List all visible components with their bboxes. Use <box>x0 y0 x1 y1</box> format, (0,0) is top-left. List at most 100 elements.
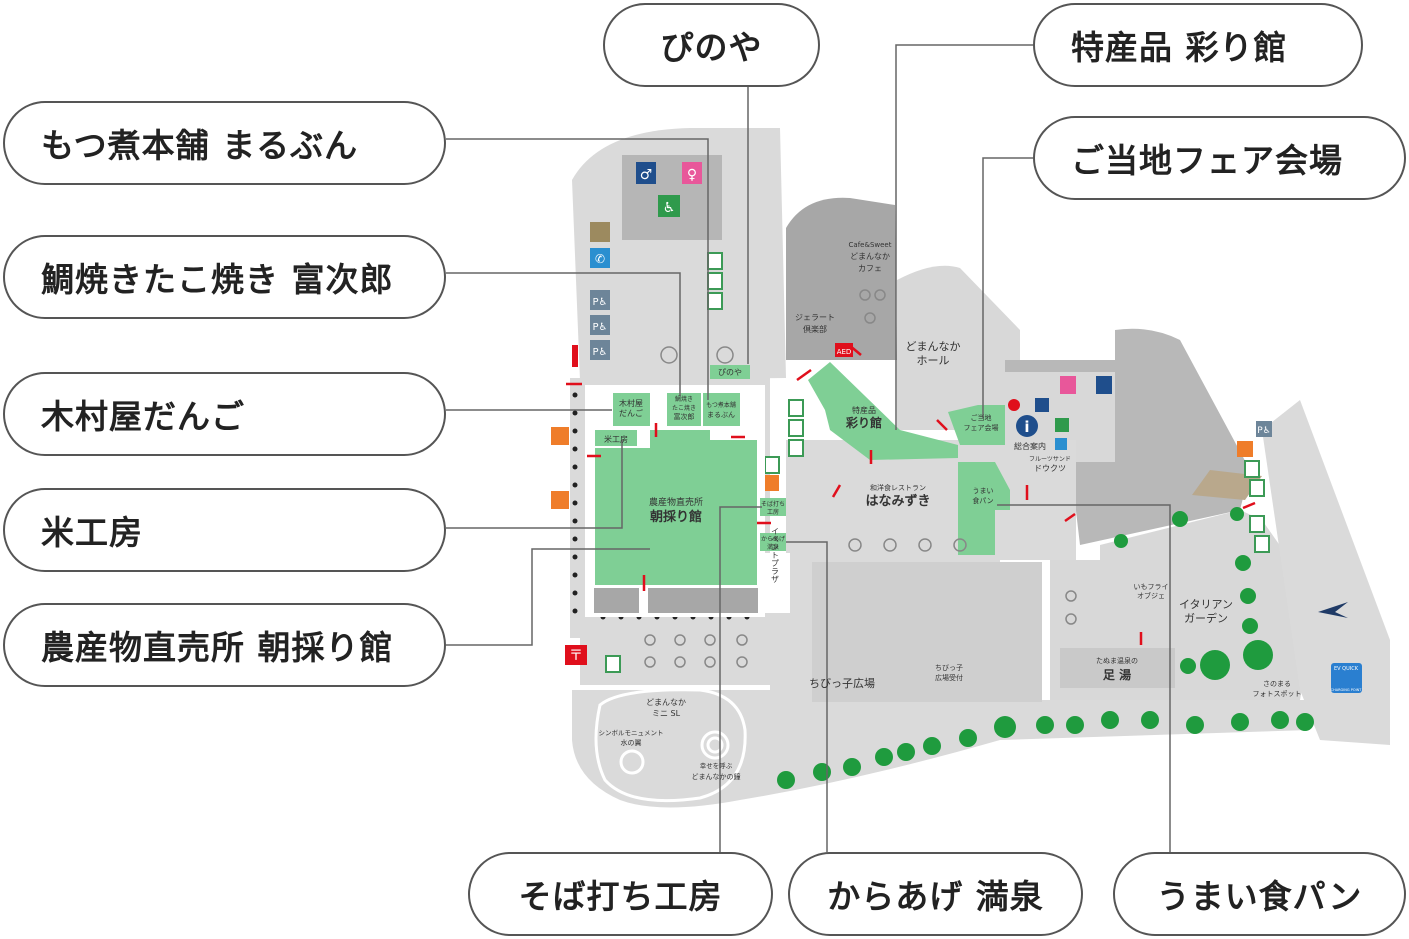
pinoya-label: ぴのや <box>718 368 742 377</box>
svg-text:CHARGING POINT: CHARGING POINT <box>1331 688 1363 692</box>
kome-shop <box>595 430 637 446</box>
east-shops <box>808 362 1010 555</box>
motsuni-shop <box>703 393 740 426</box>
vending-machines <box>605 252 1270 673</box>
restroom-icon-east-men <box>1096 376 1112 394</box>
symbol-label: シンボルモニュメント <box>599 729 664 737</box>
taiyaki-label: 鯛焼き <box>675 395 693 403</box>
svg-text:♀: ♀ <box>687 167 697 183</box>
info-icon <box>1016 415 1038 437</box>
callout-taiyaki[interactable]: 鯛焼きたこ焼き 富次郎 <box>3 235 446 319</box>
callout-motsuni[interactable]: もつ煮本舗 まるぶん <box>3 101 446 185</box>
chibikko-label: ちびっ子広場 <box>809 677 875 690</box>
asadori-label: 農産物直売所 <box>649 496 703 508</box>
irodori-building <box>808 362 958 460</box>
umai-building <box>958 462 1010 555</box>
post-box-icon <box>565 645 587 665</box>
bell-label: 幸せを呼ぶ <box>700 761 733 770</box>
svg-text:AED: AED <box>837 348 852 356</box>
vending-machine-icon <box>1249 479 1265 497</box>
vending-machine-icon <box>707 272 723 290</box>
callout-umai[interactable]: うまい食パン <box>1113 852 1406 936</box>
ashiyu-label: たぬま温泉の <box>1096 656 1138 665</box>
gotouchi-building <box>948 405 1005 445</box>
leader-lines <box>446 44 1171 852</box>
chibikko-area <box>812 562 1042 702</box>
hanami-label: はなみずき <box>865 493 930 509</box>
restroom-icon-east-women <box>1060 376 1076 394</box>
bell-label: どまんなかの鐘 <box>692 772 741 781</box>
callout-pinoya[interactable]: ぴのや <box>603 3 820 87</box>
east-lawn <box>1262 400 1390 745</box>
callout-gotouchi[interactable]: ご当地フェア会場 <box>1033 116 1406 200</box>
mens-restroom-icon <box>636 162 656 184</box>
vending-machine-icon <box>707 292 723 310</box>
ashiyu-label: 足 湯 <box>1103 667 1131 682</box>
soba-shop <box>760 498 786 516</box>
irodori-label: 彩り館 <box>845 415 882 430</box>
soba-label: そば打ち <box>761 500 785 508</box>
hall-building <box>897 265 1020 430</box>
asadori-label: 朝採り館 <box>650 509 702 525</box>
asadori-back-1 <box>594 588 639 613</box>
gelato-label: 倶楽部 <box>803 324 827 334</box>
callout-soba[interactable]: そば打ち工房 <box>468 852 773 936</box>
kimuraya-label: 木村屋 <box>619 398 643 408</box>
table-sets <box>644 289 1077 668</box>
karaage-shop <box>760 533 786 551</box>
mini-sl-track <box>594 688 747 803</box>
sanomaru-label: フォトスポット <box>1253 690 1302 698</box>
emergency-pole-icon <box>572 345 578 367</box>
kimuraya-label: だんご <box>619 408 643 418</box>
seven-bank-icon <box>1008 399 1020 411</box>
parking-accessible-icon-3 <box>590 340 610 360</box>
shop-cart-icon-4 <box>763 475 779 491</box>
vending-machine-icon <box>788 419 804 437</box>
hanami-label: 和洋食レストラン <box>870 483 926 492</box>
left-icons: ✆ P♿ P♿ P♿ 〒 <box>551 222 1253 665</box>
svg-text:P♿: P♿ <box>593 347 608 358</box>
taiyaki-shop <box>667 393 701 426</box>
cafe-label: どまんなか <box>850 252 890 261</box>
hall-label: どまんなか <box>906 340 961 353</box>
kome-label: 米工房 <box>604 434 628 444</box>
imofry-label: いもフライ <box>1134 583 1169 591</box>
sanomaru-label: さのまる <box>1263 680 1291 688</box>
asadori-back-2 <box>648 588 758 613</box>
callout-asadori[interactable]: 農産物直売所 朝採り館 <box>3 603 446 687</box>
taiyaki-label: 富次郎 <box>674 412 695 421</box>
main-building <box>585 365 790 617</box>
compass-icon <box>1318 602 1348 618</box>
svg-text:〒: 〒 <box>569 648 583 664</box>
event-plaza-label: イベントプラザ <box>771 527 780 583</box>
symbol-label: 水の翼 <box>621 738 642 747</box>
umai-label: うまい <box>973 487 994 495</box>
kimuraya-shop <box>613 393 650 426</box>
callout-karaage[interactable]: からあげ 満泉 <box>788 852 1083 936</box>
callout-irodori[interactable]: 特産品 彩り館 <box>1033 3 1363 87</box>
chibikko-reception-label: 広場受付 <box>935 673 963 682</box>
italian-label: イタリアン <box>1179 598 1233 611</box>
phone-icon <box>590 248 610 268</box>
mini-sl-label: ミニ SL <box>652 709 681 718</box>
chibikko-reception-label: ちびっ子 <box>935 664 963 672</box>
vending-machine-icon <box>605 655 621 673</box>
irodori-label: 特産品 <box>852 405 876 415</box>
callout-kimuraya[interactable]: 木村屋だんご <box>3 372 446 456</box>
restroom-block: ♂ ♀ ♿ <box>622 155 722 240</box>
callout-komekobo[interactable]: 米工房 <box>3 488 446 572</box>
karaage-label: 満泉 <box>767 543 779 551</box>
cafe-label: カフェ <box>858 264 882 273</box>
motsuni-label: まるぶん <box>707 411 735 419</box>
south-monuments <box>594 688 747 803</box>
parking-accessible-icon-2 <box>590 315 610 335</box>
accessible-icon-east <box>1035 398 1049 412</box>
hall-label: ホール <box>917 354 950 367</box>
shop-cart-icon-2 <box>551 491 569 509</box>
fruit-label: ドウクツ <box>1034 464 1066 473</box>
svg-text:✆: ✆ <box>595 252 605 266</box>
svg-text:♿: ♿ <box>663 200 676 216</box>
parking-accessible-icon <box>590 290 610 310</box>
accessible-icon-east-2 <box>1055 418 1069 432</box>
imofry-label: オブジェ <box>1137 591 1165 600</box>
